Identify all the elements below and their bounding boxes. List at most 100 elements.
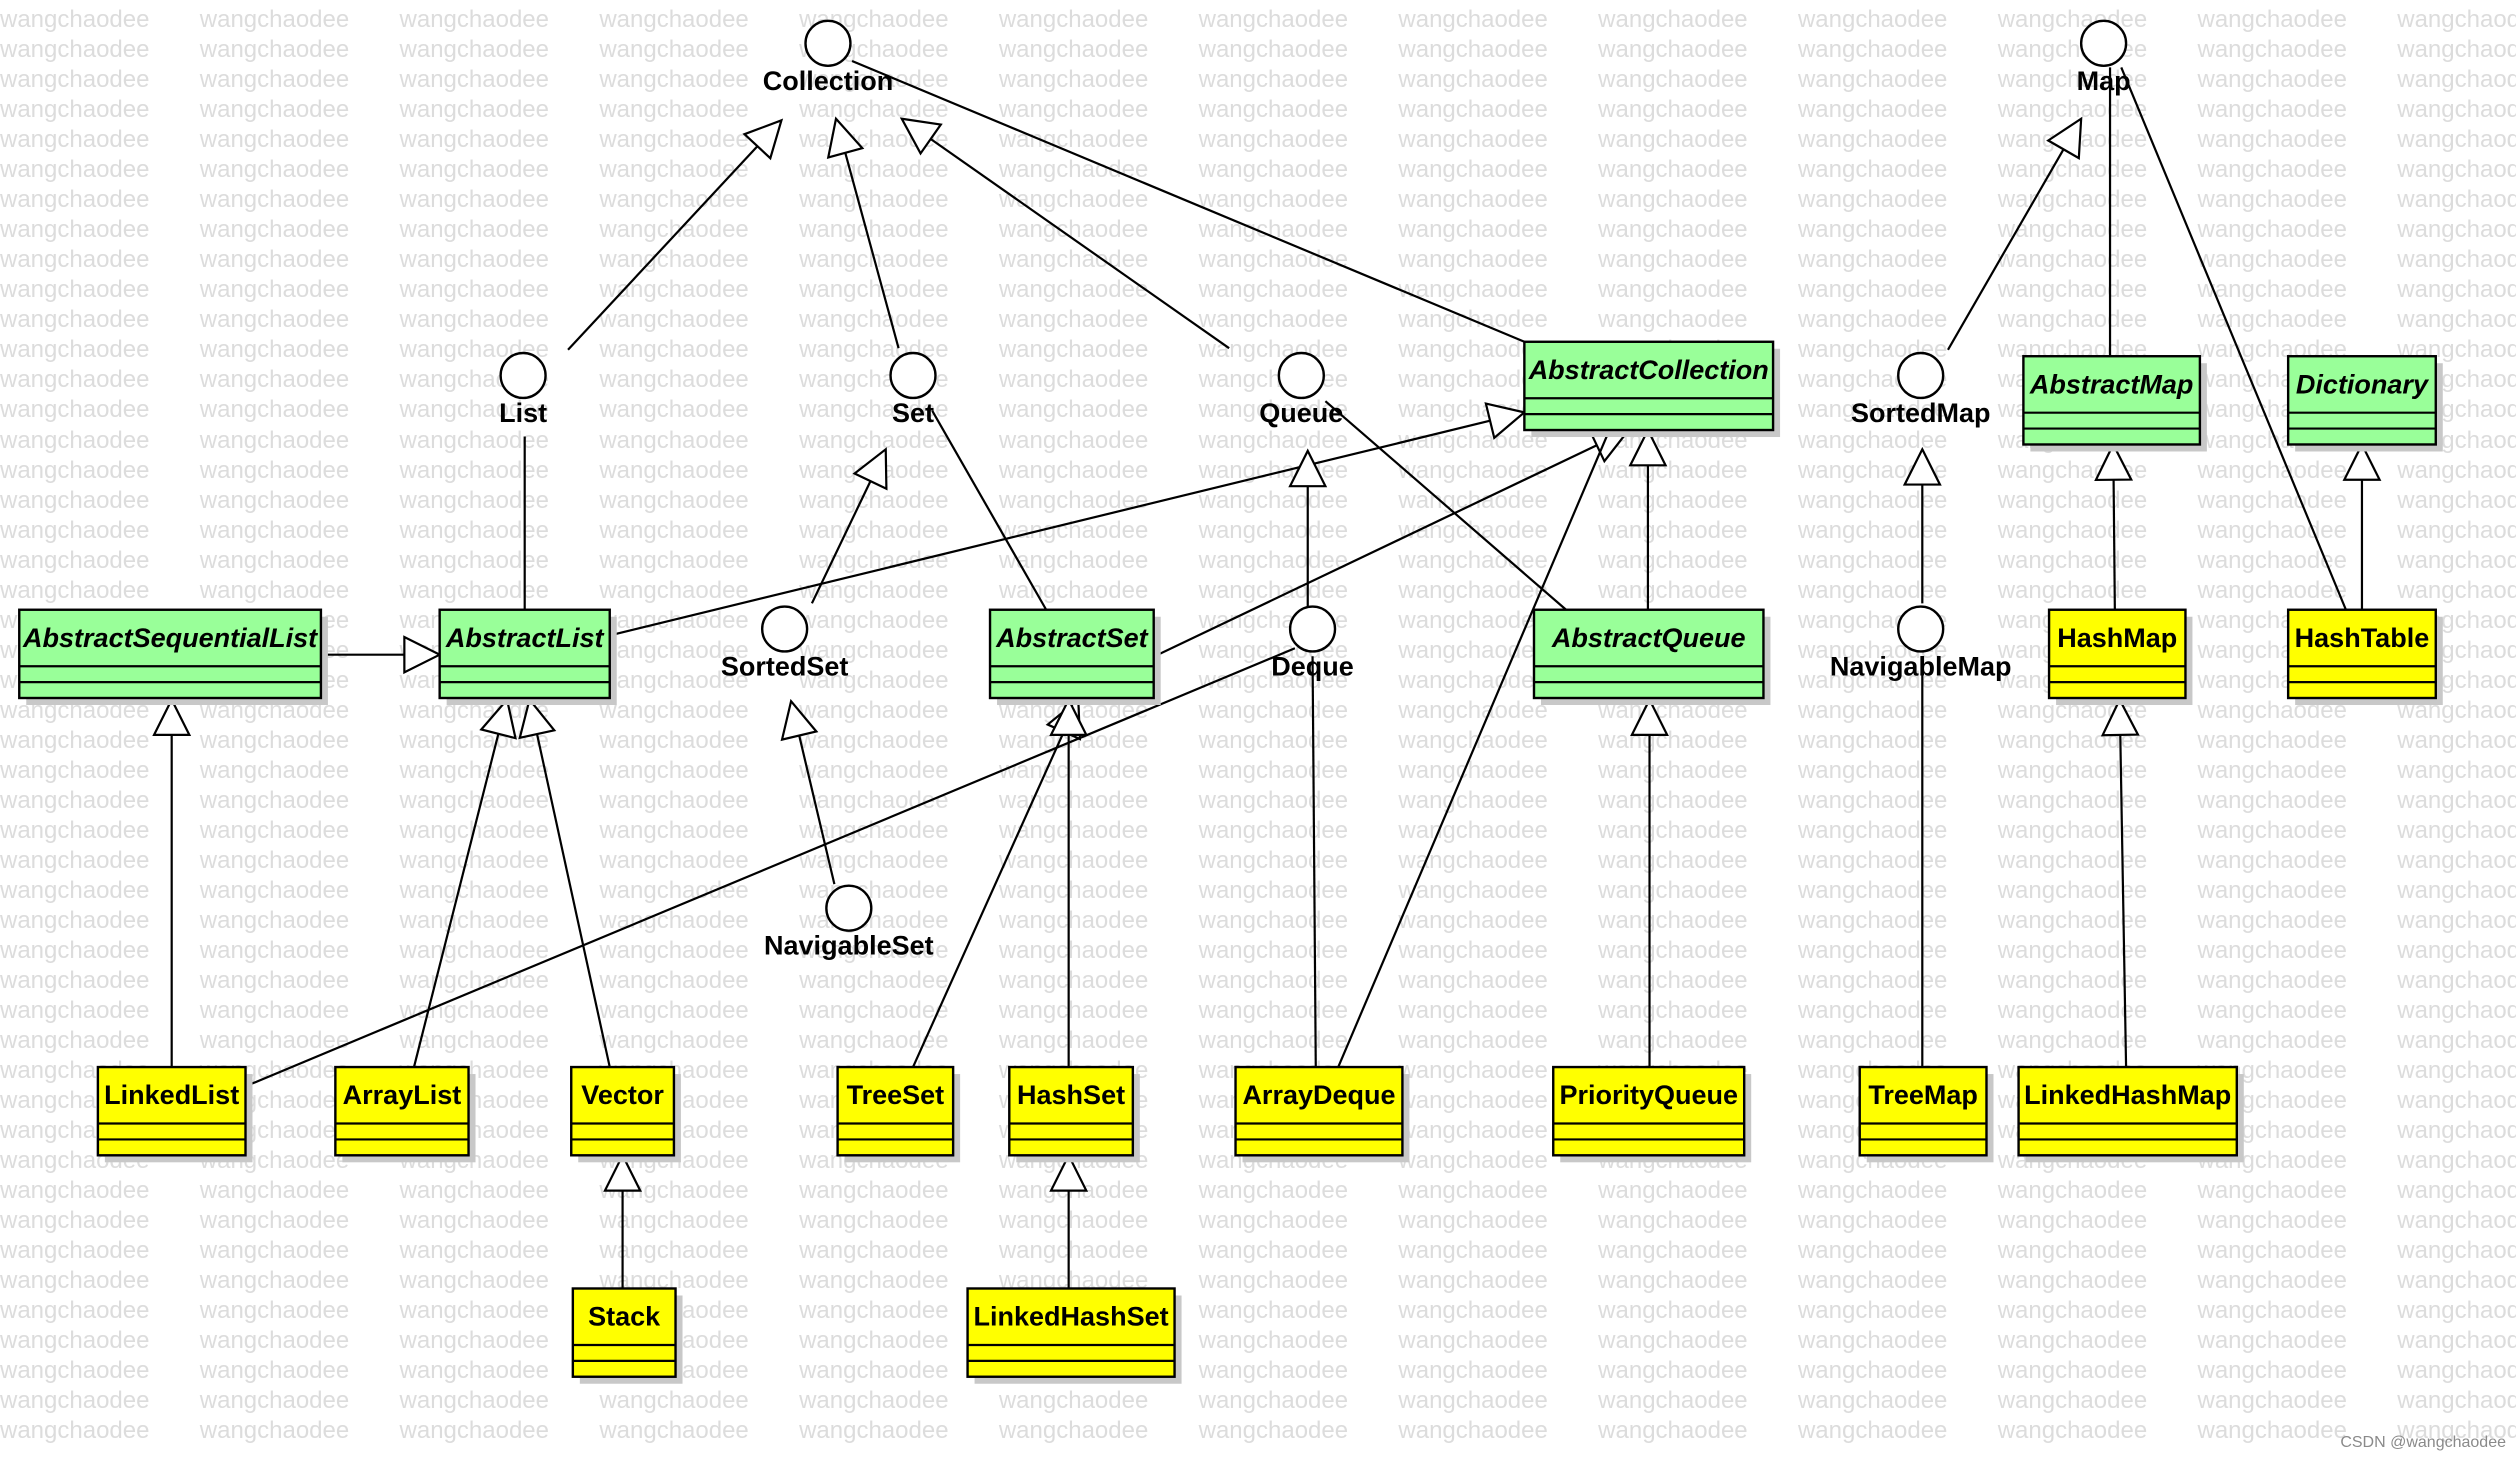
hollow-triangle-arrowhead — [780, 698, 819, 742]
interface-label: Set — [892, 398, 934, 428]
interface-map[interactable]: Map — [2077, 19, 2131, 96]
interface-label: SortedMap — [1851, 398, 1991, 428]
interface-deque[interactable]: Deque — [1271, 605, 1354, 682]
edge-abstract-queue-to-abstract-collection — [1628, 427, 1668, 610]
class-abstract-sequential-list[interactable]: AbstractSequentialList — [18, 608, 328, 705]
hollow-triangle-arrowhead — [1484, 402, 1527, 440]
class-hash-table[interactable]: HashTable — [2286, 608, 2443, 705]
class-name: HashTable — [2295, 623, 2430, 653]
class-stack[interactable]: Stack — [571, 1287, 683, 1384]
relation-line — [609, 419, 1491, 637]
class-linked-list[interactable]: LinkedList — [96, 1065, 253, 1163]
relation-line — [810, 480, 872, 604]
interface-circle-icon — [1897, 605, 1945, 653]
hollow-triangle-arrowhead — [1288, 448, 1328, 488]
class-abstract-list[interactable]: AbstractList — [438, 608, 617, 705]
relation-line — [1337, 429, 1611, 1068]
interface-list[interactable]: List — [499, 351, 547, 428]
class-tree-map[interactable]: TreeMap — [1858, 1065, 1994, 1163]
hollow-triangle-arrowhead — [1049, 1152, 1089, 1192]
relation-line — [2112, 479, 2116, 610]
relation-line — [798, 735, 836, 885]
class-name: AbstractList — [445, 623, 605, 653]
edge-linked-hash-set-to-hash-set — [1311, 656, 1317, 1068]
edge-set-to-collection — [826, 116, 900, 349]
class-box — [570, 1065, 676, 1157]
edge-array-deque-to-abstract-collection — [1630, 697, 1669, 1068]
interface-queue[interactable]: Queue — [1259, 351, 1343, 428]
hollow-triangle-arrowhead — [742, 118, 784, 161]
class-tree-set[interactable]: TreeSet — [836, 1065, 961, 1163]
hollow-triangle-arrowhead — [852, 447, 888, 491]
hollow-triangle-arrowhead — [1628, 427, 1668, 467]
class-name: AbstractSet — [995, 623, 1149, 653]
interface-navigable-map[interactable]: NavigableMap — [1830, 605, 2012, 682]
class-abstract-map[interactable]: AbstractMap — [2022, 355, 2207, 452]
class-vector[interactable]: Vector — [570, 1065, 681, 1163]
class-box — [571, 1287, 677, 1378]
class-box — [2022, 355, 2202, 446]
interface-navigable-set[interactable]: NavigableSet — [764, 884, 934, 961]
relation-line — [2120, 66, 2347, 611]
class-priority-queue[interactable]: PriorityQueue — [1552, 1065, 1752, 1163]
class-box — [2047, 608, 2187, 700]
class-name: LinkedHashSet — [974, 1302, 1169, 1332]
hollow-triangle-arrowhead — [603, 1152, 643, 1192]
class-box — [1858, 1065, 1988, 1157]
edge-stack-to-vector — [603, 1152, 643, 1289]
credit-text: CSDN @wangchaodee — [2340, 1434, 2506, 1451]
class-abstract-set[interactable]: AbstractSet — [988, 608, 1161, 705]
class-abstract-collection[interactable]: AbstractCollection — [1523, 340, 1781, 438]
class-box — [2286, 355, 2437, 446]
class-box — [334, 1065, 470, 1157]
edge-abstract-queue-to-queue — [1324, 400, 1567, 611]
class-linked-hash-set[interactable]: LinkedHashSet — [966, 1287, 1182, 1384]
edge-hash-set-to-abstract-set — [1049, 1152, 1089, 1289]
interface-set[interactable]: Set — [889, 351, 937, 428]
relation-line — [844, 152, 900, 349]
edge-abstract-collection-to-collection — [851, 59, 1525, 343]
class-name: PriorityQueue — [1559, 1080, 1738, 1110]
relation-line — [851, 59, 1525, 343]
interface-circle-icon — [804, 19, 852, 67]
relation-line — [245, 647, 1296, 1088]
class-box — [1234, 1065, 1404, 1157]
relation-line — [1324, 400, 1567, 611]
class-abstract-queue[interactable]: AbstractQueue — [1532, 608, 1771, 705]
interface-circle-icon — [1277, 351, 1325, 400]
class-array-list[interactable]: ArrayList — [334, 1065, 476, 1163]
interface-circle-icon — [1288, 605, 1337, 653]
class-box — [966, 1287, 1176, 1378]
edge-hash-map-to-abstract-map — [2100, 697, 2140, 1068]
relation-line — [912, 731, 1065, 1068]
hollow-triangle-arrowhead — [2100, 697, 2140, 737]
interface-label: Collection — [763, 66, 894, 96]
class-linked-hash-map[interactable]: LinkedHashMap — [2017, 1065, 2244, 1163]
hollow-triangle-arrowhead — [2342, 442, 2382, 481]
interface-sorted-map[interactable]: SortedMap — [1851, 351, 1991, 428]
class-hash-map[interactable]: HashMap — [2047, 608, 2193, 705]
edge-tree-set-to-abstract-set — [912, 697, 1082, 1068]
hollow-triangle-arrowhead — [403, 635, 443, 675]
class-box — [18, 608, 323, 700]
class-dictionary[interactable]: Dictionary — [2286, 355, 2443, 452]
relation-line — [412, 733, 500, 1068]
class-box — [836, 1065, 955, 1157]
interface-circle-icon — [825, 884, 873, 932]
edge-priority-queue-to-abstract-queue — [1947, 116, 2083, 351]
hollow-triangle-arrowhead — [826, 116, 865, 159]
class-name: Stack — [588, 1302, 661, 1332]
edge-abstract-set-to-set — [931, 410, 1048, 611]
hollow-triangle-arrowhead — [2094, 442, 2134, 482]
class-name: AbstractSequentialList — [22, 623, 318, 653]
class-array-deque[interactable]: ArrayDeque — [1234, 1065, 1410, 1163]
interface-sorted-set[interactable]: SortedSet — [721, 605, 849, 682]
relation-line — [2119, 734, 2128, 1068]
class-box — [988, 608, 1155, 700]
class-hash-set[interactable]: HashSet — [1008, 1065, 1140, 1163]
class-box — [1523, 340, 1775, 432]
hollow-triangle-arrowhead — [899, 117, 943, 156]
interface-collection[interactable]: Collection — [763, 19, 894, 96]
